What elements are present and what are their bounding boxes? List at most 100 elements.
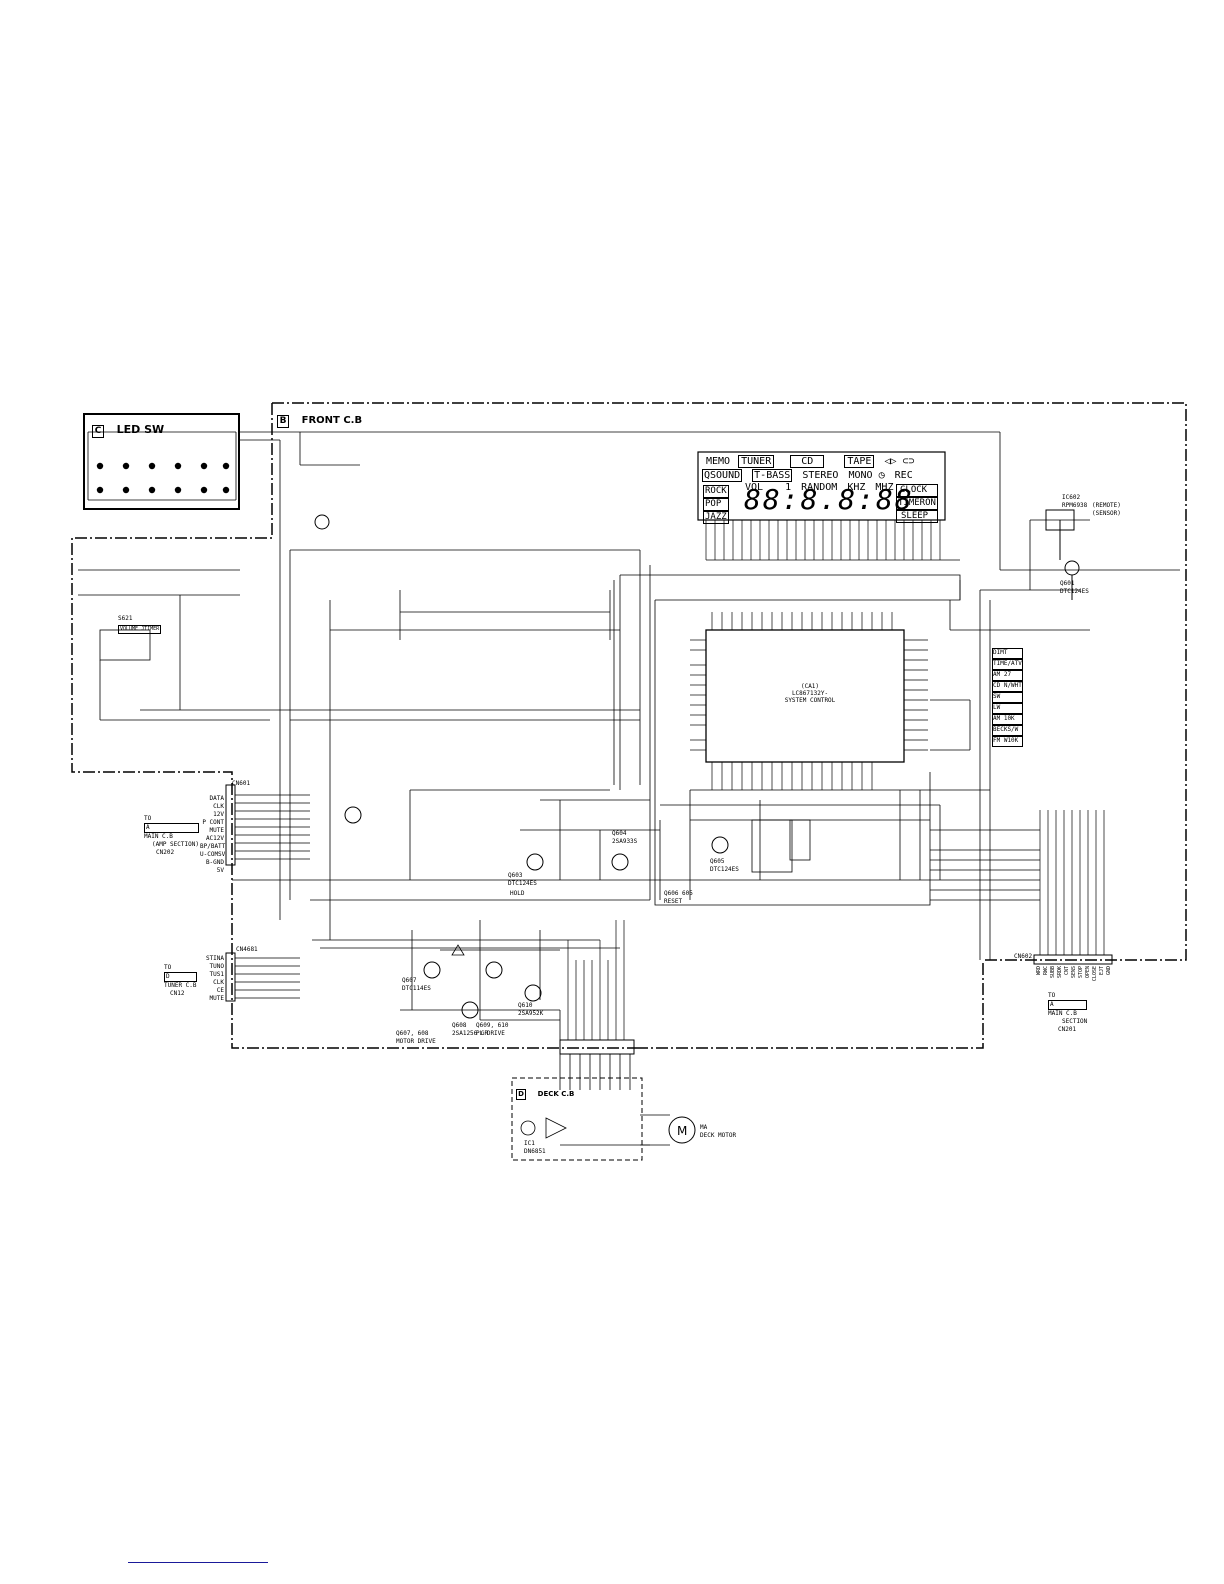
cn4681-board-name: TUNER C.B	[164, 982, 197, 989]
cn4681-pin: STINA	[205, 955, 224, 962]
deck-ic-ref: IC1	[524, 1140, 535, 1147]
cn601-block	[225, 784, 236, 866]
cn601-destination: TO A MAIN C.B (AMP SECTION) CN202	[144, 815, 199, 857]
lcd-row-3: VOL 1 RANDOM KHZ MHZ	[745, 482, 893, 493]
func-item: AM 10K	[992, 714, 1023, 725]
cn4681-destination: TO D TUNER C.B CN12	[164, 964, 197, 998]
q605-label: Q605 DTC124ES	[710, 858, 739, 874]
lcd-vol: VOL	[745, 482, 764, 493]
cn601-board: A	[144, 823, 199, 833]
func-item: TIME/ATV	[992, 659, 1023, 670]
q610-part: 2SA952K	[518, 1010, 544, 1017]
deck-motor-name: DECK MOTOR	[700, 1132, 737, 1139]
lcd-one: 1	[785, 482, 792, 493]
lcd-timeron: TIMERON	[896, 497, 938, 510]
lcd-random: RANDOM	[801, 482, 838, 493]
footer-rule	[128, 1562, 268, 1563]
func-item: LW	[992, 703, 1023, 714]
cn602-pin: WRD	[1036, 966, 1042, 976]
motor-m-glyph: M	[677, 1124, 687, 1138]
lcd-mhz: MHZ	[875, 482, 894, 493]
cn601-pin: BP/BATT	[200, 843, 226, 850]
cn602-pin: OPEN	[1085, 966, 1091, 979]
cn4681-ref: CN4681	[236, 946, 258, 953]
led-sw-board	[83, 413, 240, 510]
cn601-pin: 12V	[213, 811, 224, 818]
func-item: BECKS/W	[992, 725, 1023, 736]
q603-label: Q603 DTC124ES	[508, 872, 537, 888]
cn602-board: A	[1048, 1000, 1088, 1010]
cn601-cn: CN202	[156, 849, 175, 856]
reset-caption: Q606 605 RESET	[664, 890, 693, 906]
q608-part: 2SA1256 GR	[452, 1030, 489, 1037]
sensor-ref: IC602	[1062, 494, 1081, 501]
cn601-to: TO	[144, 815, 152, 822]
cn602-to: TO	[1048, 992, 1056, 999]
deck-motor-caption: MA DECK MOTOR	[700, 1124, 736, 1140]
deck-ic-caption: IC1 DN6851	[524, 1140, 546, 1156]
func-item: FM W10K	[992, 736, 1023, 747]
q608-label: Q608 2SA1256 GR	[452, 1022, 488, 1038]
cn4681-dest-line1: TO D	[164, 964, 197, 982]
reset-role: RESET	[664, 898, 683, 905]
cn601-ref: CN601	[232, 780, 251, 787]
cn4681-pin: TUNO	[209, 963, 224, 970]
lcd-sleep: SLEEP	[896, 510, 938, 523]
front-cb-title: FRONT C.B	[301, 415, 363, 426]
volume-ref: S621	[118, 615, 133, 622]
cn602-dest-line1: TO A MAIN C.B	[1048, 992, 1088, 1018]
q607-part: DTC114ES	[402, 985, 431, 992]
lcd-cd: CD	[790, 455, 825, 468]
lcd-digits: 88:8.8:88	[744, 483, 914, 516]
deck-connector-block	[559, 1039, 635, 1055]
cn4681-board: D	[164, 972, 197, 982]
deck-ic-part: DN6851	[524, 1148, 546, 1155]
cn602-pin: RWC	[1043, 966, 1049, 976]
deck-cb-header: D DECK C.B	[516, 1081, 574, 1100]
cn601-pin: DATA	[209, 795, 224, 802]
front-cb-outline	[272, 402, 1187, 961]
cn4681-pin: CLK	[213, 979, 224, 986]
led-sw-title: LED SW	[116, 423, 165, 436]
lcd-tuner: TUNER	[738, 455, 775, 468]
cn4681-cn: CN12	[170, 990, 185, 997]
q607-label: Q607 DTC114ES	[402, 977, 431, 993]
deck-motor-symbol	[668, 1116, 696, 1144]
lcd-row-1: MEMO TUNER CD TAPE ◁▷ ⊂⊃	[706, 455, 915, 468]
q601-part: DTC124ES	[1060, 588, 1089, 595]
pl-drive-refs: Q609, 610	[476, 1022, 509, 1029]
q603-ref: Q603	[508, 872, 523, 879]
front-cb-letter: B	[277, 415, 289, 428]
q603-part: DTC124ES	[508, 880, 537, 887]
cn4681-block	[225, 952, 236, 1002]
q604-ref: Q604	[612, 830, 627, 837]
cn4681-pin-labels: STINA TUNO TUS1 CLK CE MUTE	[198, 955, 224, 1003]
func-item: SW	[992, 692, 1023, 703]
q608-ref: Q608	[452, 1022, 467, 1029]
deck-cb-letter: D	[516, 1089, 526, 1100]
hold-label: HOLD	[510, 890, 525, 897]
lcd-tbass: T-BASS	[752, 469, 793, 482]
cn601-section: (AMP SECTION)	[152, 841, 199, 848]
cn602-pin: EJT	[1099, 966, 1105, 976]
q604-part: 2SA933S	[612, 838, 638, 845]
q601-ref: Q601	[1060, 580, 1075, 587]
cn4681-pin: CE	[216, 987, 224, 994]
function-list: DIMT TIME/ATV AM 27 CD N/WHT SW LW AM 10…	[992, 648, 1023, 747]
cn4681-pin: TUS1	[209, 971, 224, 978]
cn602-pin: SRDK	[1057, 966, 1063, 979]
motor-drive-refs: Q607, 608	[396, 1030, 429, 1037]
motor-drive-caption: Q607, 608 MOTOR DRIVE	[396, 1030, 436, 1046]
sensor-caption-2: (SENSOR)	[1092, 510, 1121, 517]
cn602-pin: GND	[1106, 966, 1112, 976]
cn602-block	[1033, 954, 1113, 965]
cn601-pin: P CONT	[202, 819, 224, 826]
lcd-rock: ROCK	[703, 485, 729, 498]
clock-icon: ◷	[878, 470, 885, 481]
cn602-section: SECTION	[1062, 1018, 1088, 1025]
func-item: AM 27	[992, 670, 1023, 681]
cn601-pin: U-COMSV	[200, 851, 226, 858]
q605-ref: Q605	[710, 858, 725, 865]
system-control-ic	[705, 629, 905, 763]
lcd-khz: KHZ	[847, 482, 866, 493]
